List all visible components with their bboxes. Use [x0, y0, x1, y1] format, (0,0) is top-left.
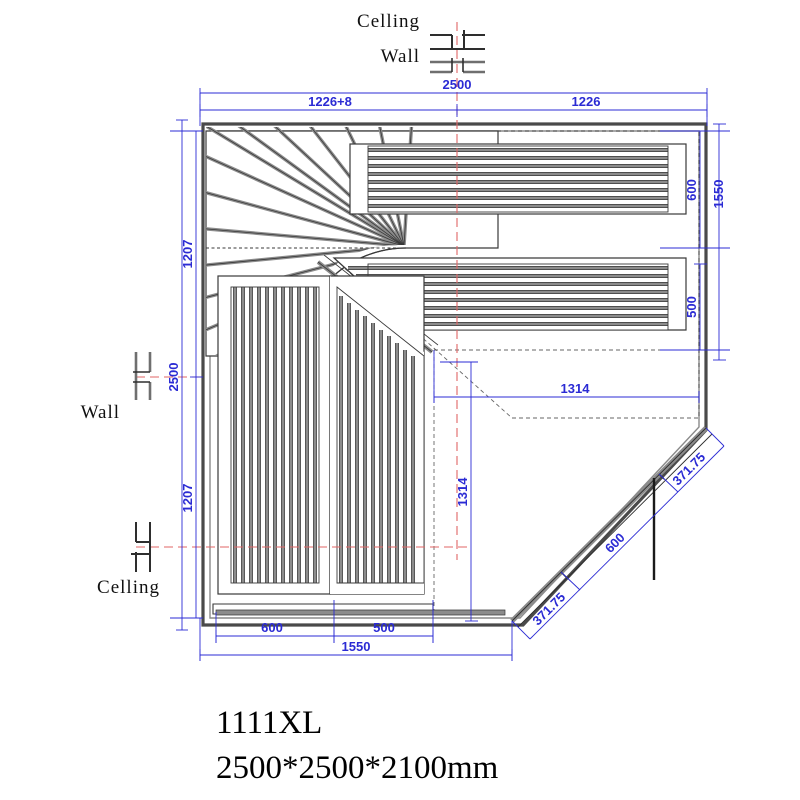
dimension-top	[199, 88, 708, 126]
dim-right-upper: 600	[684, 179, 699, 201]
dim-right-lower: 500	[684, 296, 699, 318]
bench-lower-left	[217, 275, 331, 595]
wall-symbol-top	[430, 58, 485, 74]
dimension-inner	[433, 350, 700, 622]
ceiling-symbol-top	[430, 30, 485, 50]
dim-top-left-segment: 1226+8	[308, 94, 352, 109]
bench-upper-right-top	[349, 143, 687, 215]
bench-lower-right	[329, 275, 425, 595]
label-ceiling-left: Celling	[97, 577, 160, 598]
label-wall-left: Wall	[81, 402, 120, 423]
dim-left-overall: 2500	[166, 363, 181, 392]
dimension-left	[170, 119, 203, 631]
dim-inner-vertical: 1314	[455, 477, 470, 507]
floor-plinth	[212, 603, 506, 616]
dimension-diagonal	[511, 427, 725, 640]
dim-top-right-segment: 1226	[572, 94, 601, 109]
diagonal-door-wall	[510, 426, 713, 628]
ceiling-symbol-left	[131, 522, 151, 572]
title-model: 1111XL	[216, 705, 322, 741]
title-size: 2500*2500*2100mm	[216, 750, 499, 786]
dim-right-overall: 1550	[711, 180, 726, 209]
label-ceiling-top: Celling	[357, 11, 420, 32]
dim-left-upper: 1207	[180, 240, 195, 269]
dimension-right	[660, 123, 730, 361]
dim-top-overall: 2500	[443, 77, 472, 92]
wall-symbol-left	[133, 352, 152, 400]
dim-bottom-overall: 1550	[342, 639, 371, 654]
dimension-bottom	[199, 600, 513, 661]
dim-bottom-left: 600	[261, 620, 283, 635]
dim-inner-horizontal: 1314	[561, 381, 591, 396]
dim-left-lower: 1207	[180, 484, 195, 513]
label-wall-top: Wall	[381, 46, 420, 67]
dim-bottom-right: 500	[373, 620, 395, 635]
dim-diagonal-middle: 600	[602, 530, 628, 556]
